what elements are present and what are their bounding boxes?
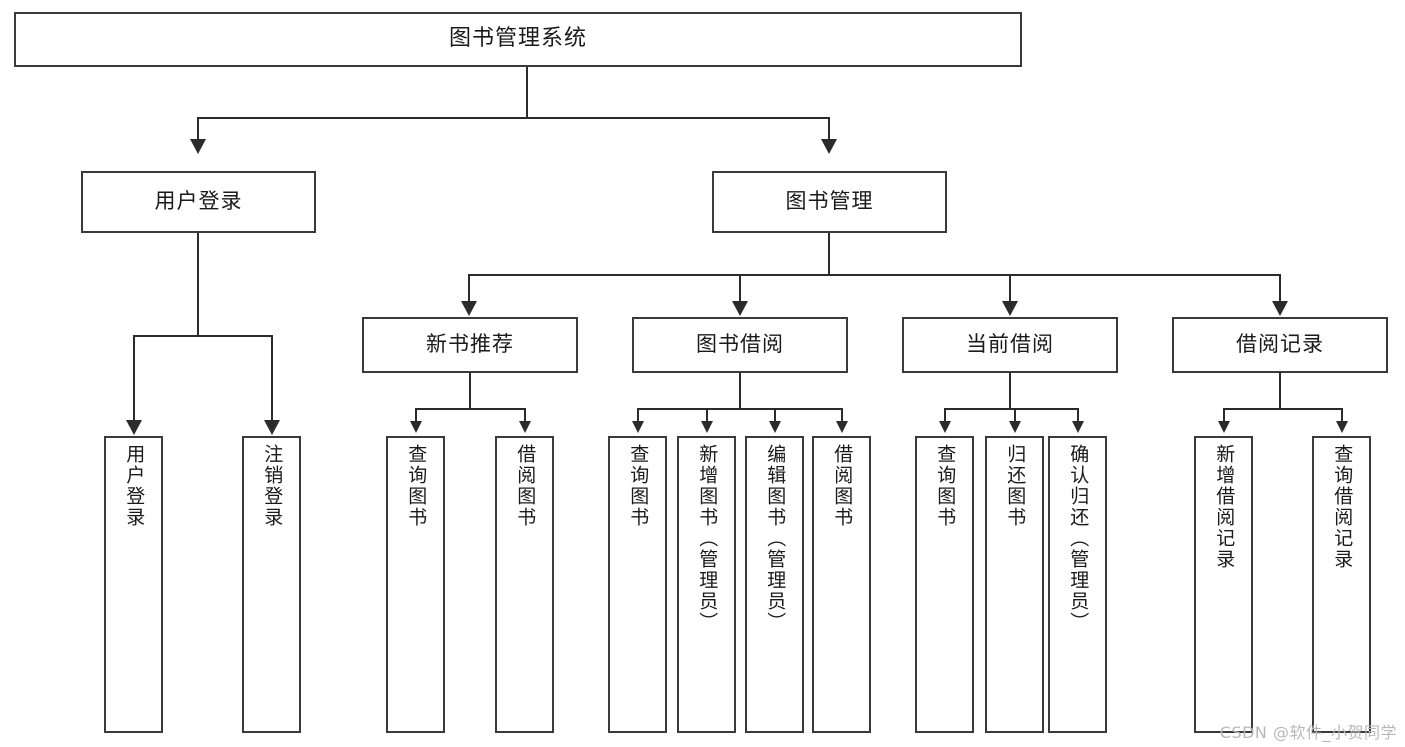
arrowhead-leaf-user-login bbox=[126, 420, 142, 435]
connector-cb-leaf-2 bbox=[1014, 408, 1016, 422]
connector-root-stem bbox=[526, 67, 528, 118]
connector-new-book-leaf-2 bbox=[524, 408, 526, 422]
connector-book-borrow-stem bbox=[739, 373, 741, 409]
leaf-nb-borrow-book[interactable]: 借阅图书 bbox=[495, 436, 554, 733]
connector-user-login-leaf-2 bbox=[271, 335, 273, 421]
connector-current-borrow-bus bbox=[944, 408, 1078, 410]
node-new-book-recommend[interactable]: 新书推荐 bbox=[362, 317, 578, 373]
node-label: 图书管理 bbox=[785, 189, 874, 214]
leaf-cb-confirm-return[interactable]: 确认归还（管理员） bbox=[1048, 436, 1107, 733]
connector-bb-leaf-4 bbox=[841, 408, 843, 422]
node-borrow-record[interactable]: 借阅记录 bbox=[1172, 317, 1388, 373]
connector-root-to-book-mgmt bbox=[828, 117, 830, 141]
node-label: 用户登录 bbox=[123, 444, 146, 528]
node-user-login[interactable]: 用户登录 bbox=[81, 171, 316, 233]
node-label: 图书管理系统 bbox=[448, 26, 587, 52]
arrowhead-br-query-record bbox=[1336, 421, 1348, 433]
connector-user-login-stem bbox=[197, 233, 199, 336]
connector-bm-to-new-book bbox=[468, 274, 470, 303]
node-label: 归还图书 bbox=[1004, 444, 1027, 528]
connector-book-mgmt-bus bbox=[468, 274, 1280, 276]
arrowhead-cb-query-book bbox=[939, 421, 951, 433]
connector-borrow-record-stem bbox=[1279, 373, 1281, 409]
connector-new-book-leaf-1 bbox=[415, 408, 417, 422]
connector-book-borrow-bus bbox=[637, 408, 843, 410]
connector-user-login-leaf-1 bbox=[133, 335, 135, 421]
arrowhead-cb-return-book bbox=[1009, 421, 1021, 433]
leaf-user-login[interactable]: 用户登录 bbox=[104, 436, 163, 733]
leaf-br-add-record[interactable]: 新增借阅记录 bbox=[1194, 436, 1253, 733]
leaf-nb-query-book[interactable]: 查询图书 bbox=[386, 436, 445, 733]
arrowhead-cb-confirm-return bbox=[1072, 421, 1084, 433]
connector-cb-leaf-1 bbox=[944, 408, 946, 422]
node-label: 注销登录 bbox=[261, 444, 284, 528]
connector-bb-leaf-2 bbox=[706, 408, 708, 422]
connector-new-book-stem bbox=[469, 373, 471, 409]
node-label: 借阅记录 bbox=[1236, 332, 1324, 357]
arrowhead-bb-add-book bbox=[701, 421, 713, 433]
connector-br-leaf-1 bbox=[1223, 408, 1225, 422]
node-label: 新增借阅记录 bbox=[1213, 444, 1236, 570]
node-label: 查询图书 bbox=[934, 444, 957, 528]
csdn-watermark: CSDN @软件_小贺同学 bbox=[1219, 723, 1397, 742]
node-label: 编辑图书（管理员） bbox=[764, 444, 787, 633]
node-root-system[interactable]: 图书管理系统 bbox=[14, 12, 1022, 67]
node-label: 确认归还（管理员） bbox=[1067, 444, 1090, 633]
leaf-bb-add-book[interactable]: 新增图书（管理员） bbox=[677, 436, 736, 733]
node-book-management[interactable]: 图书管理 bbox=[712, 171, 947, 233]
node-label: 用户登录 bbox=[154, 189, 243, 214]
arrowhead-current-borrow bbox=[1002, 301, 1018, 316]
node-label: 查询图书 bbox=[627, 444, 650, 528]
arrowhead-bb-edit-book bbox=[769, 421, 781, 433]
arrowhead-bb-borrow-book bbox=[836, 421, 848, 433]
leaf-br-query-record[interactable]: 查询借阅记录 bbox=[1312, 436, 1371, 733]
leaf-cb-return-book[interactable]: 归还图书 bbox=[985, 436, 1044, 733]
node-label: 图书借阅 bbox=[696, 332, 784, 357]
connector-bb-leaf-3 bbox=[774, 408, 776, 422]
connector-book-mgmt-stem bbox=[828, 233, 830, 275]
arrowhead-nb-query-book bbox=[410, 421, 422, 433]
node-label: 当前借阅 bbox=[966, 332, 1054, 357]
connector-root-bus bbox=[197, 117, 830, 119]
connector-borrow-record-bus bbox=[1223, 408, 1342, 410]
connector-bm-to-borrow-record bbox=[1279, 274, 1281, 303]
connector-user-login-bus bbox=[133, 335, 272, 337]
connector-bm-to-current-borrow bbox=[1009, 274, 1011, 303]
arrowhead-nb-borrow-book bbox=[519, 421, 531, 433]
node-label: 借阅图书 bbox=[831, 444, 854, 528]
arrowhead-user-login bbox=[190, 139, 206, 154]
arrowhead-book-borrow bbox=[732, 301, 748, 316]
connector-bb-leaf-1 bbox=[637, 408, 639, 422]
connector-current-borrow-stem bbox=[1009, 373, 1011, 409]
node-label: 查询借阅记录 bbox=[1331, 444, 1354, 570]
node-label: 新增图书（管理员） bbox=[696, 444, 719, 633]
node-book-borrow[interactable]: 图书借阅 bbox=[632, 317, 848, 373]
node-label: 新书推荐 bbox=[426, 332, 514, 357]
leaf-bb-borrow-book[interactable]: 借阅图书 bbox=[812, 436, 871, 733]
node-label: 借阅图书 bbox=[514, 444, 537, 528]
connector-cb-leaf-3 bbox=[1077, 408, 1079, 422]
connector-new-book-bus bbox=[415, 408, 525, 410]
connector-br-leaf-2 bbox=[1341, 408, 1343, 422]
leaf-cb-query-book[interactable]: 查询图书 bbox=[915, 436, 974, 733]
connector-root-to-user-login bbox=[197, 117, 199, 141]
arrowhead-leaf-logout bbox=[264, 420, 280, 435]
arrowhead-borrow-record bbox=[1272, 301, 1288, 316]
leaf-bb-query-book[interactable]: 查询图书 bbox=[608, 436, 667, 733]
arrowhead-br-add-record bbox=[1218, 421, 1230, 433]
node-label: 查询图书 bbox=[405, 444, 428, 528]
leaf-logout[interactable]: 注销登录 bbox=[242, 436, 301, 733]
connector-bm-to-book-borrow bbox=[739, 274, 741, 303]
node-current-borrow[interactable]: 当前借阅 bbox=[902, 317, 1118, 373]
arrowhead-book-mgmt bbox=[821, 139, 837, 154]
leaf-bb-edit-book[interactable]: 编辑图书（管理员） bbox=[745, 436, 804, 733]
arrowhead-bb-query-book bbox=[632, 421, 644, 433]
arrowhead-new-book bbox=[461, 301, 477, 316]
